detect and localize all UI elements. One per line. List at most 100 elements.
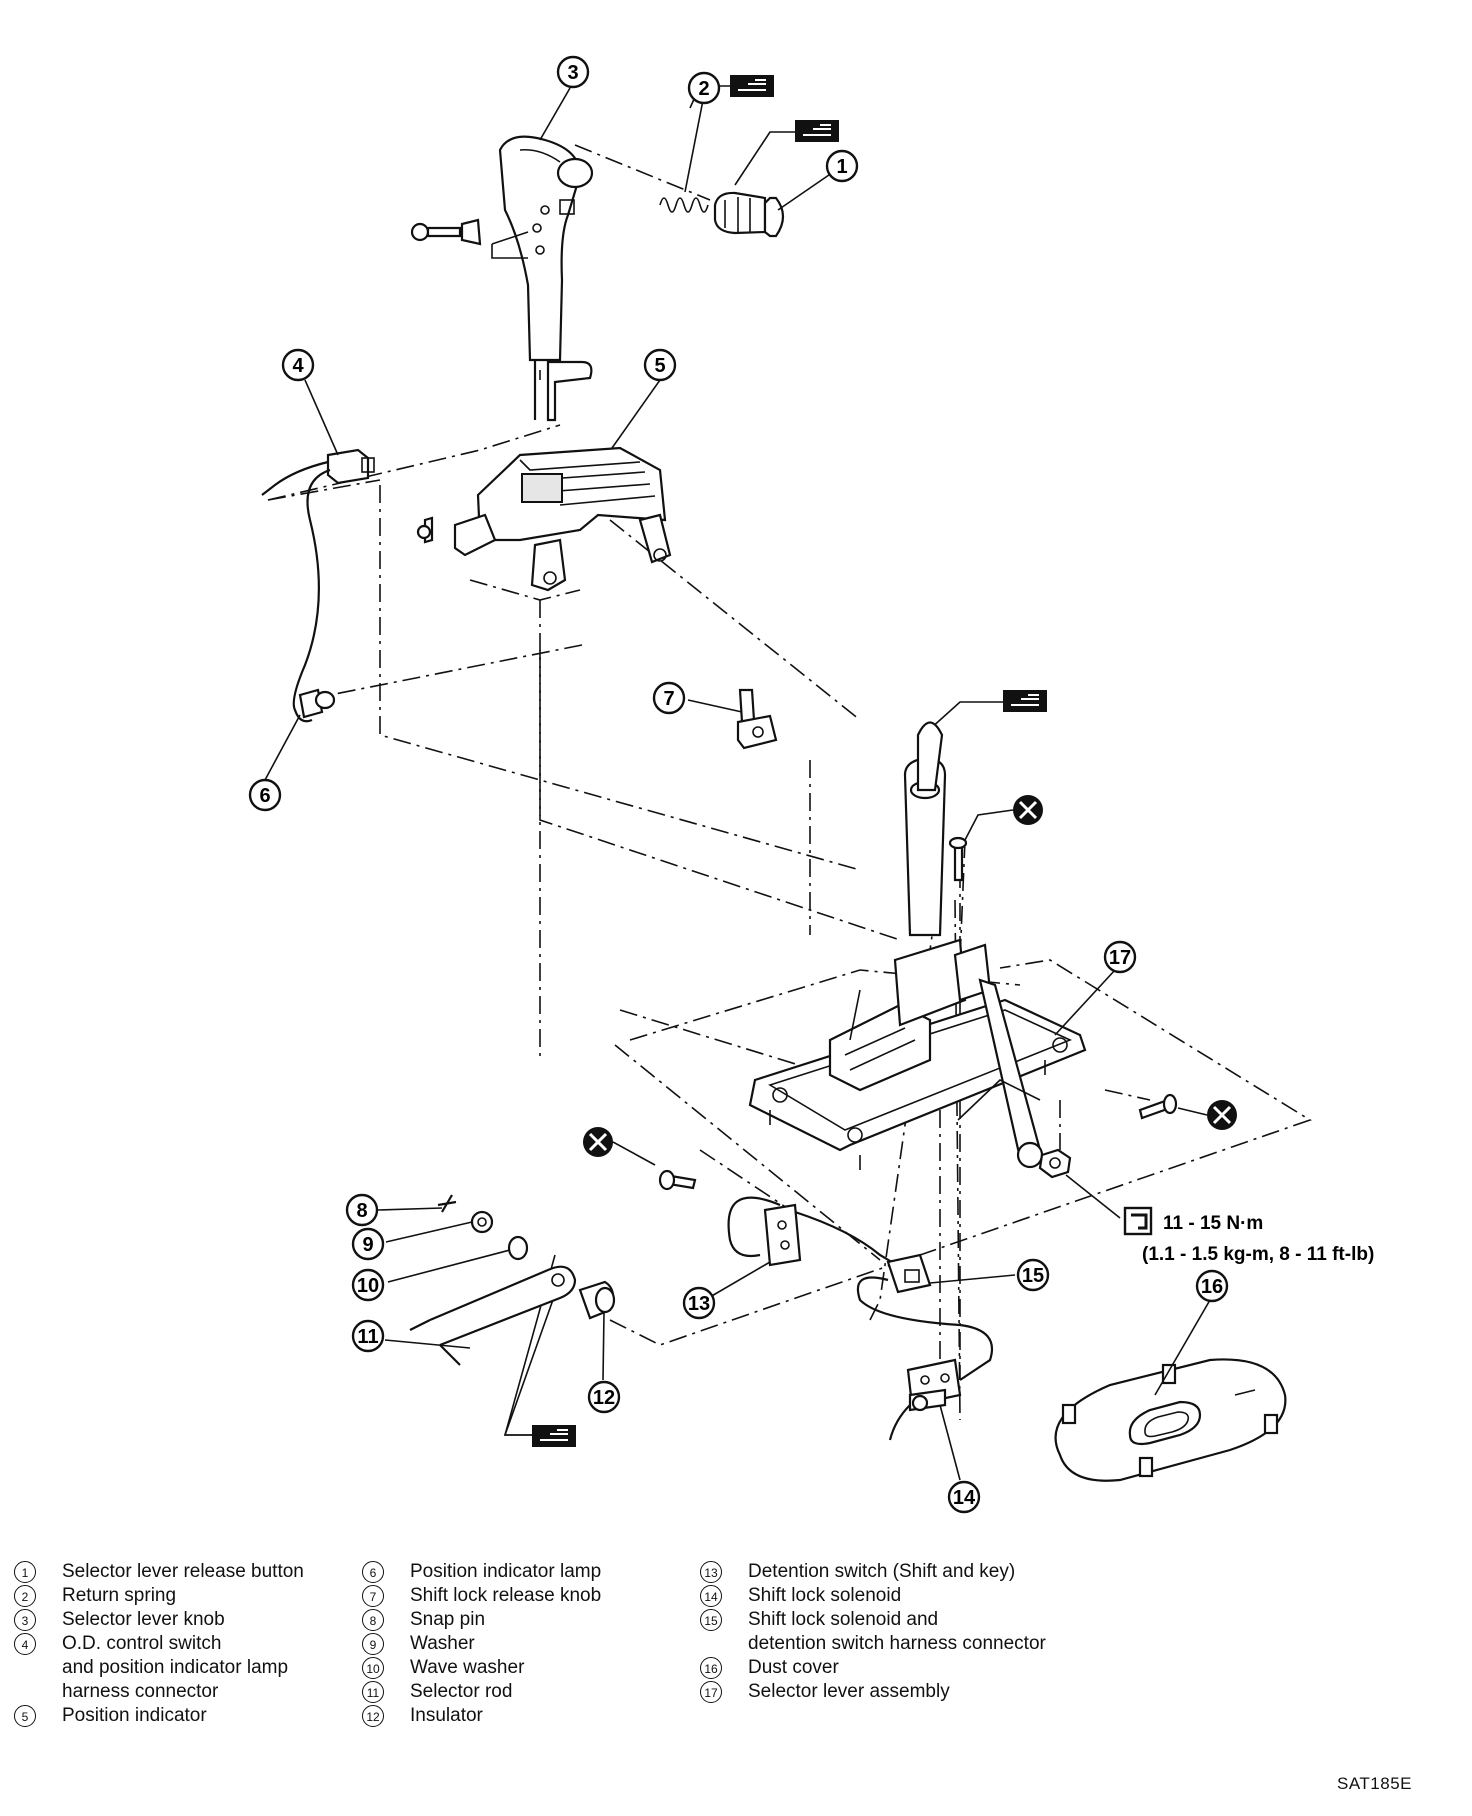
legend-label: Shift lock solenoid and — [748, 1609, 939, 1630]
legend-label: Dust cover — [748, 1657, 839, 1678]
exploded-view-diagram: 11 - 15 N·m (1.1 - 1.5 kg-m, 8 - 11 ft-l… — [248, 55, 1374, 1514]
legend-number: 10 — [362, 1657, 384, 1679]
assembly-lines — [267, 144, 1312, 1421]
legend-label: and position indicator lamp — [62, 1657, 289, 1678]
legend-label: Position indicator — [62, 1705, 207, 1726]
legend-label: detention switch harness connector — [748, 1633, 1046, 1654]
svg-text:16: 16 — [1201, 1276, 1223, 1298]
legend-number: 16 — [700, 1657, 722, 1679]
screw-drawing — [948, 836, 968, 882]
svg-text:1: 1 — [836, 156, 847, 178]
snap-pin-drawing — [437, 1194, 457, 1213]
legend-label: harness connector — [62, 1681, 219, 1702]
callout-14: 14 — [947, 1480, 981, 1514]
legend-number: 17 — [700, 1681, 722, 1703]
legend-item: 6 Position indicator lamp — [362, 1560, 601, 1584]
legend-label: Shift lock release knob — [410, 1585, 602, 1606]
callout-7: 7 — [652, 681, 686, 715]
svg-text:9: 9 — [362, 1234, 373, 1256]
dust-cover-drawing — [1054, 1358, 1287, 1482]
legend-number: 6 — [362, 1561, 384, 1583]
shift-lock-release-knob-drawing — [736, 688, 778, 750]
selector-rod-drawing — [409, 1265, 577, 1366]
legend-number: 1 — [14, 1561, 36, 1583]
selector-lever-knob-drawing — [498, 135, 594, 422]
svg-text:2: 2 — [698, 78, 709, 100]
callout-17: 17 — [1103, 940, 1137, 974]
svg-text:5: 5 — [654, 355, 665, 377]
callout-16: 16 — [1195, 1269, 1229, 1303]
callout-1: 1 — [825, 149, 859, 183]
legend-label: Selector rod — [410, 1681, 513, 1702]
svg-text:15: 15 — [1022, 1265, 1044, 1287]
callout-15: 15 — [1016, 1258, 1050, 1292]
legend-item-continued: and position indicator lamp — [14, 1656, 304, 1680]
svg-text:11: 11 — [357, 1326, 378, 1348]
insulator-drawing — [578, 1280, 616, 1320]
screw-drawing — [658, 1169, 697, 1191]
callout-5: 5 — [643, 348, 677, 382]
legend-label: Detention switch (Shift and key) — [748, 1561, 1016, 1582]
svg-text:17: 17 — [1109, 947, 1131, 969]
legend-number: 3 — [14, 1609, 36, 1631]
legend-item: 4 O.D. control switch — [14, 1632, 304, 1656]
do-not-reuse-icon — [1013, 795, 1043, 825]
legend-label: Selector lever release button — [62, 1561, 304, 1582]
legend-item: 17 Selector lever assembly — [700, 1680, 1046, 1704]
shift-lock-solenoid-drawing — [888, 1358, 962, 1441]
legend-item-continued: detention switch harness connector — [700, 1632, 1046, 1656]
torque-spec-value: 11 - 15 N·m — [1163, 1213, 1263, 1234]
legend-number: 15 — [700, 1609, 722, 1631]
legend-label: Insulator — [410, 1705, 483, 1726]
release-button-drawing — [713, 191, 785, 238]
legend-label: Return spring — [62, 1585, 177, 1606]
figure-code: SAT185E — [1336, 1774, 1412, 1793]
svg-text:6: 6 — [259, 785, 270, 807]
return-spring-drawing — [659, 197, 709, 213]
harness-connector-drawing — [856, 1253, 993, 1381]
position-indicator-drawing — [416, 446, 672, 592]
callout-10: 10 — [351, 1268, 385, 1302]
legend-number: 7 — [362, 1585, 384, 1607]
grease-symbol-icon — [532, 1425, 576, 1447]
legend-number: 4 — [14, 1633, 36, 1655]
legend-label: Position indicator lamp — [410, 1561, 602, 1582]
legend-item: 7 Shift lock release knob — [362, 1584, 601, 1608]
grease-symbol-icon — [795, 120, 839, 142]
callout-6: 6 — [248, 778, 282, 812]
legend-label: O.D. control switch — [62, 1633, 222, 1654]
svg-text:3: 3 — [567, 62, 578, 84]
legend-number: 8 — [362, 1609, 384, 1631]
nut-drawing — [1038, 1148, 1072, 1179]
svg-text:4: 4 — [292, 355, 304, 377]
callout-13: 13 — [682, 1286, 716, 1320]
callout-2: 2 — [687, 71, 721, 105]
callout-3: 3 — [556, 55, 590, 89]
knob-screw-drawing — [410, 218, 529, 259]
svg-text:12: 12 — [593, 1387, 615, 1409]
legend-item: 16 Dust cover — [700, 1656, 1046, 1680]
leader-lines — [264, 87, 1211, 1481]
callout-9: 9 — [351, 1227, 385, 1261]
do-not-reuse-icon — [1207, 1100, 1237, 1130]
grease-symbol-icon — [1003, 690, 1047, 712]
legend-number: 13 — [700, 1561, 722, 1583]
wave-washer-drawing — [507, 1235, 529, 1261]
legend-label: Selector lever assembly — [748, 1681, 950, 1702]
torque-spec-conversion: (1.1 - 1.5 kg-m, 8 - 11 ft-lb) — [1142, 1244, 1374, 1265]
legend-item: 13 Detention switch (Shift and key) — [700, 1560, 1046, 1584]
legend-label: Shift lock solenoid — [748, 1585, 902, 1606]
callout-4: 4 — [281, 348, 315, 382]
od-switch-harness-drawing — [261, 448, 375, 723]
callout-11: 11 — [351, 1319, 385, 1353]
